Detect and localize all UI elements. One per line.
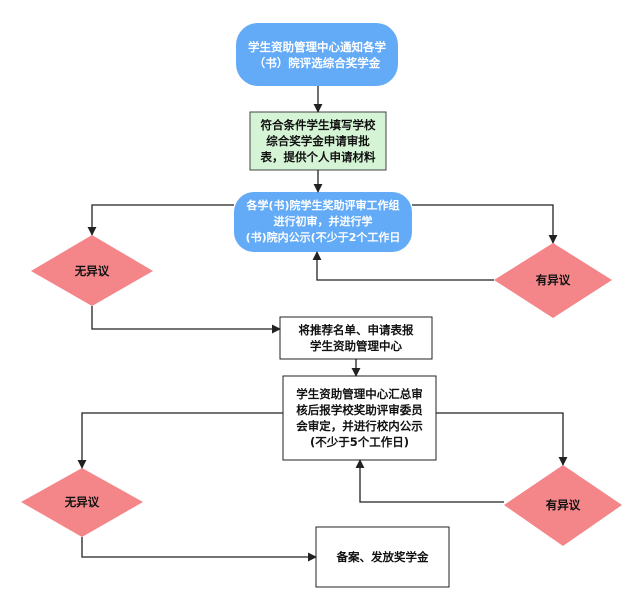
node-objection-1-shape: [494, 243, 612, 318]
edge-no-objection-1-to-submit: [91, 306, 281, 334]
edge-objection-2-back: [355, 459, 504, 503]
node-file-award-label: 备案、发放奖学金: [336, 550, 429, 564]
node-no-objection-1-shape: [31, 235, 153, 306]
node-center-review-label: 学生资助管理中心汇总审 核后报学校奖助评审委员 会审定，并进行校内公示 (不少于…: [296, 387, 423, 449]
edge-review-to-no-objection-1: [87, 204, 234, 236]
node-submit-list-label: 将推荐名单、申请表报 学生资助管理中心: [298, 323, 414, 353]
edge-objection-1-back: [312, 251, 494, 281]
node-center-review-shape: [282, 375, 437, 461]
node-college-review-label: 各学(书)院学生奖助评审工作组 进行初审，并进行学 (书)院内公示(不少于2个工…: [245, 199, 401, 244]
node-notify-label: 学生资助管理中心通知各学 （书）院评选综合奖学金: [248, 39, 386, 70]
edge-center-to-no-objection-2: [77, 412, 283, 469]
edge-center-to-objection-2: [436, 412, 568, 466]
edge-no-objection-2-to-file: [81, 537, 317, 562]
node-objection-2-label: 有异议: [545, 498, 581, 512]
node-fill-form-shape: [249, 111, 387, 171]
node-no-objection-2-shape: [21, 468, 143, 537]
node-college-review-shape: [234, 192, 412, 252]
node-notify-shape: [236, 23, 398, 86]
node-no-objection-1-label: 无异议: [74, 264, 110, 278]
node-file-award-shape: [315, 526, 450, 588]
node-objection-2-shape: [504, 465, 622, 546]
node-objection-1-label: 有异议: [535, 273, 571, 287]
node-no-objection-2-label: 无异议: [64, 495, 100, 509]
edge-review-to-objection-1: [412, 204, 558, 244]
node-fill-form-label: 符合条件学生填写学校 综合奖学金申请审批 表，提供个人申请材料: [260, 118, 376, 164]
